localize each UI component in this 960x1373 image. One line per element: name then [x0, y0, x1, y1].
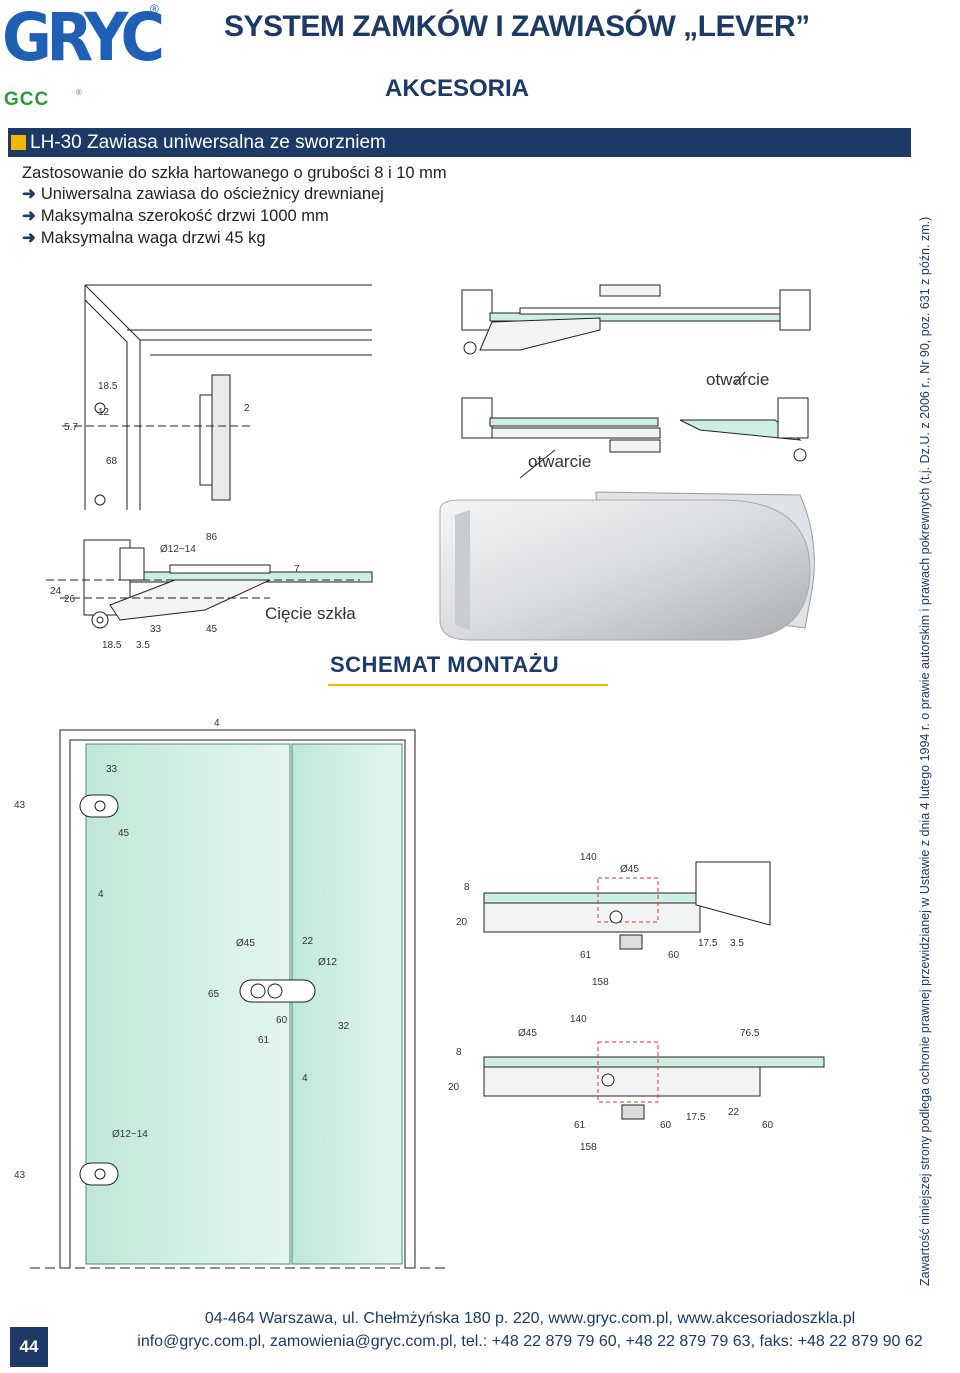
dimension-label: 8	[464, 882, 470, 893]
dimension-label: 3.5	[136, 640, 150, 651]
plan-view-drawings	[461, 284, 811, 479]
dimension-label: 140	[580, 852, 597, 863]
dimension-label: 17.5	[698, 938, 718, 949]
dimension-label: 17.5	[686, 1112, 706, 1123]
dimension-label: 4	[98, 889, 104, 900]
dimension-label: 43	[14, 1170, 26, 1181]
dimension-label: 4	[302, 1073, 308, 1084]
arrow-right-icon: ➜	[22, 207, 36, 225]
dimension-label: 65	[208, 989, 220, 1000]
spec-bullet: ➜Maksymalna waga drzwi 45 kg	[22, 228, 266, 248]
dimension-label: 2	[244, 403, 250, 414]
heading-underline	[328, 684, 608, 686]
gryc-logo: GRYC	[2, 0, 165, 76]
dimension-label: 158	[592, 977, 609, 988]
dimension-label: 61	[580, 950, 592, 961]
dimension-label: 43	[14, 800, 26, 811]
footer-address: 04-464 Warszawa, ul. Chełmżyńska 180 p. …	[204, 1310, 856, 1327]
dimension-label: 60	[276, 1015, 288, 1026]
dimension-label: Ø12	[318, 957, 337, 968]
section-marker-icon	[11, 135, 26, 150]
arrow-right-icon: ➜	[22, 229, 36, 247]
opening-label: otwarcie	[528, 452, 592, 471]
dimension-label: 76.5	[740, 1028, 760, 1039]
dimension-label: 68	[106, 456, 118, 467]
gcc-logo: GCC	[4, 89, 50, 110]
copyright-note: Zawartość niniejszej strony podlega ochr…	[918, 216, 932, 1286]
section-plan-drawings	[483, 861, 825, 1120]
frame-corner-drawing	[62, 284, 372, 510]
dimension-label: 61	[258, 1035, 270, 1046]
dimension-label: 32	[338, 1021, 350, 1032]
arrow-right-icon: ➜	[22, 185, 36, 203]
dimension-label: 7	[294, 564, 300, 575]
dimension-label: 61	[574, 1120, 586, 1131]
dimension-label: 22	[302, 936, 314, 947]
glass-cut-label: Cięcie szkła	[265, 604, 356, 623]
dimension-label: 22	[728, 1107, 740, 1118]
dimension-label: Ø12~14	[160, 544, 196, 555]
registered-mark: ®	[150, 2, 159, 16]
dimension-label: 86	[206, 532, 218, 543]
dimension-label: 33	[106, 764, 118, 775]
dimension-label: Ø45	[620, 864, 639, 875]
spec-bullet-text: Uniwersalna zawiasa do ościeżnicy drewni…	[40, 185, 384, 203]
dimension-label: 18.5	[102, 640, 122, 651]
footer-contact: info@gryc.com.pl, zamowienia@gryc.com.pl…	[137, 1333, 923, 1350]
hinge-profile-drawing	[46, 539, 373, 629]
dimension-label: 33	[150, 624, 162, 635]
section-title: LH-30 Zawiasa uniwersalna ze sworzniem	[30, 132, 386, 153]
dimension-label: Ø45	[236, 938, 255, 949]
dimension-label: 4	[214, 718, 220, 729]
dimension-label: 60	[762, 1120, 774, 1131]
page-number: 44	[10, 1327, 48, 1367]
spec-bullet: ➜Maksymalna szerokość drzwi 1000 mm	[22, 206, 329, 226]
assembly-heading: SCHEMAT MONTAŻU	[330, 652, 560, 677]
spec-intro: Zastosowanie do szkła hartowanego o grub…	[22, 164, 447, 182]
dimension-label: 5.7	[64, 422, 78, 433]
registered-mark-small: ®	[76, 88, 82, 97]
section-header-bar	[8, 128, 911, 157]
door-elevation-drawing	[30, 729, 445, 1269]
dimension-label: 60	[660, 1120, 672, 1131]
dimension-label: Ø45	[518, 1028, 537, 1039]
page-title: SYSTEM ZAMKÓW I ZAWIASÓW „LEVER”	[224, 10, 810, 43]
dimension-label: 8	[456, 1047, 462, 1058]
spec-bullet: ➜Uniwersalna zawiasa do ościeżnicy drewn…	[22, 184, 384, 204]
dimension-label: 3.5	[730, 938, 744, 949]
dimension-label: Ø12~14	[112, 1129, 148, 1140]
dimension-label: 158	[580, 1142, 597, 1153]
dimension-label: 45	[118, 828, 130, 839]
hinge-product-render	[439, 491, 815, 641]
opening-label: otwarcie	[706, 370, 770, 389]
page-subtitle: AKCESORIA	[385, 75, 530, 102]
dimension-label: 18.5	[98, 381, 118, 392]
spec-bullet-text: Maksymalna szerokość drzwi 1000 mm	[40, 207, 329, 225]
spec-bullet-text: Maksymalna waga drzwi 45 kg	[40, 229, 266, 247]
dimension-label: 26	[64, 594, 76, 605]
dimension-label: 20	[456, 917, 468, 928]
dimension-label: 60	[668, 950, 680, 961]
dimension-label: 45	[206, 624, 218, 635]
dimension-label: 12	[98, 407, 110, 418]
dimension-label: 20	[448, 1082, 460, 1093]
dimension-label: 140	[570, 1014, 587, 1025]
dimension-label: 24	[50, 586, 62, 597]
